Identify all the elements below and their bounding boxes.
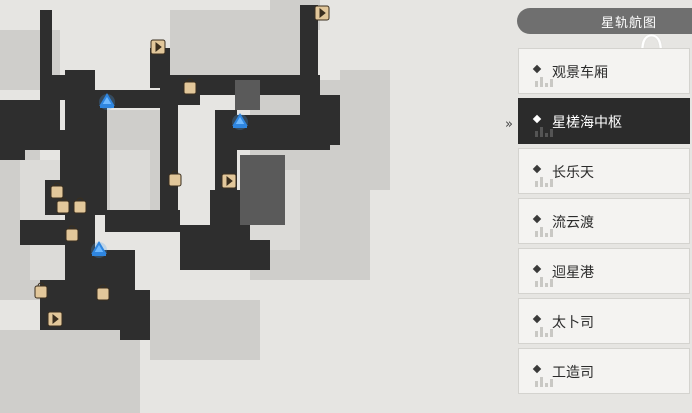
panel-title: 星轨航图 xyxy=(601,16,658,31)
teleport-anchor-icon[interactable] xyxy=(99,93,115,110)
shop-icons xyxy=(34,78,197,301)
exit-door-icon[interactable] xyxy=(314,5,330,21)
skyline-decoration-icon xyxy=(535,177,559,187)
region-label: 观景车厢 xyxy=(552,65,608,81)
diamond-icon xyxy=(532,364,542,374)
region-item[interactable]: 流云渡 xyxy=(518,198,690,244)
skyline-decoration-icon xyxy=(535,77,559,87)
skyline-decoration-icon xyxy=(535,327,559,337)
diamond-icon xyxy=(532,64,542,74)
skyline-decoration-icon xyxy=(535,377,559,387)
region-item[interactable]: 太卜司 xyxy=(518,298,690,344)
exit-door-icon[interactable] xyxy=(47,311,63,327)
skyline-decoration-icon xyxy=(535,227,559,237)
shop-bag-icon[interactable] xyxy=(73,197,87,214)
exit-door-icon[interactable] xyxy=(221,173,237,189)
region-item[interactable]: 工造司 xyxy=(518,348,690,394)
region-item[interactable]: 长乐天 xyxy=(518,148,690,194)
panel-header: 星轨航图 xyxy=(517,8,692,34)
region-label: 流云渡 xyxy=(552,215,594,231)
exit-icons xyxy=(47,5,330,327)
region-label: 太卜司 xyxy=(552,315,594,331)
shop-bag-icon[interactable] xyxy=(50,182,64,199)
diamond-icon xyxy=(532,314,542,324)
skyline-decoration-icon xyxy=(535,127,559,137)
region-label: 星槎海中枢 xyxy=(552,115,622,131)
exit-door-icon[interactable] xyxy=(150,39,166,55)
shop-bag-icon[interactable] xyxy=(183,78,197,95)
map-stairs xyxy=(235,80,285,225)
shop-bag-icon[interactable] xyxy=(96,284,110,301)
teleport-anchor-icon[interactable] xyxy=(91,241,107,258)
region-label: 长乐天 xyxy=(552,165,594,181)
skyline-decoration-icon xyxy=(535,277,559,287)
region-label: 迴星港 xyxy=(552,265,594,281)
shop-bag-icon[interactable] xyxy=(168,170,182,187)
diamond-icon xyxy=(532,214,542,224)
region-item[interactable]: 观景车厢 xyxy=(518,48,690,94)
shop-bag-icon[interactable] xyxy=(65,225,79,242)
region-item[interactable]: 迴星港 xyxy=(518,248,690,294)
shop-bag-icon[interactable] xyxy=(56,197,70,214)
shop-bag-icon[interactable] xyxy=(34,282,48,299)
diamond-icon xyxy=(532,264,542,274)
region-item[interactable]: 星槎海中枢 xyxy=(518,98,690,144)
selection-pointer-icon: » xyxy=(505,117,513,132)
diamond-icon xyxy=(532,164,542,174)
diamond-icon xyxy=(532,114,542,124)
teleport-anchor-icon[interactable] xyxy=(232,113,248,130)
region-label: 工造司 xyxy=(552,365,594,381)
